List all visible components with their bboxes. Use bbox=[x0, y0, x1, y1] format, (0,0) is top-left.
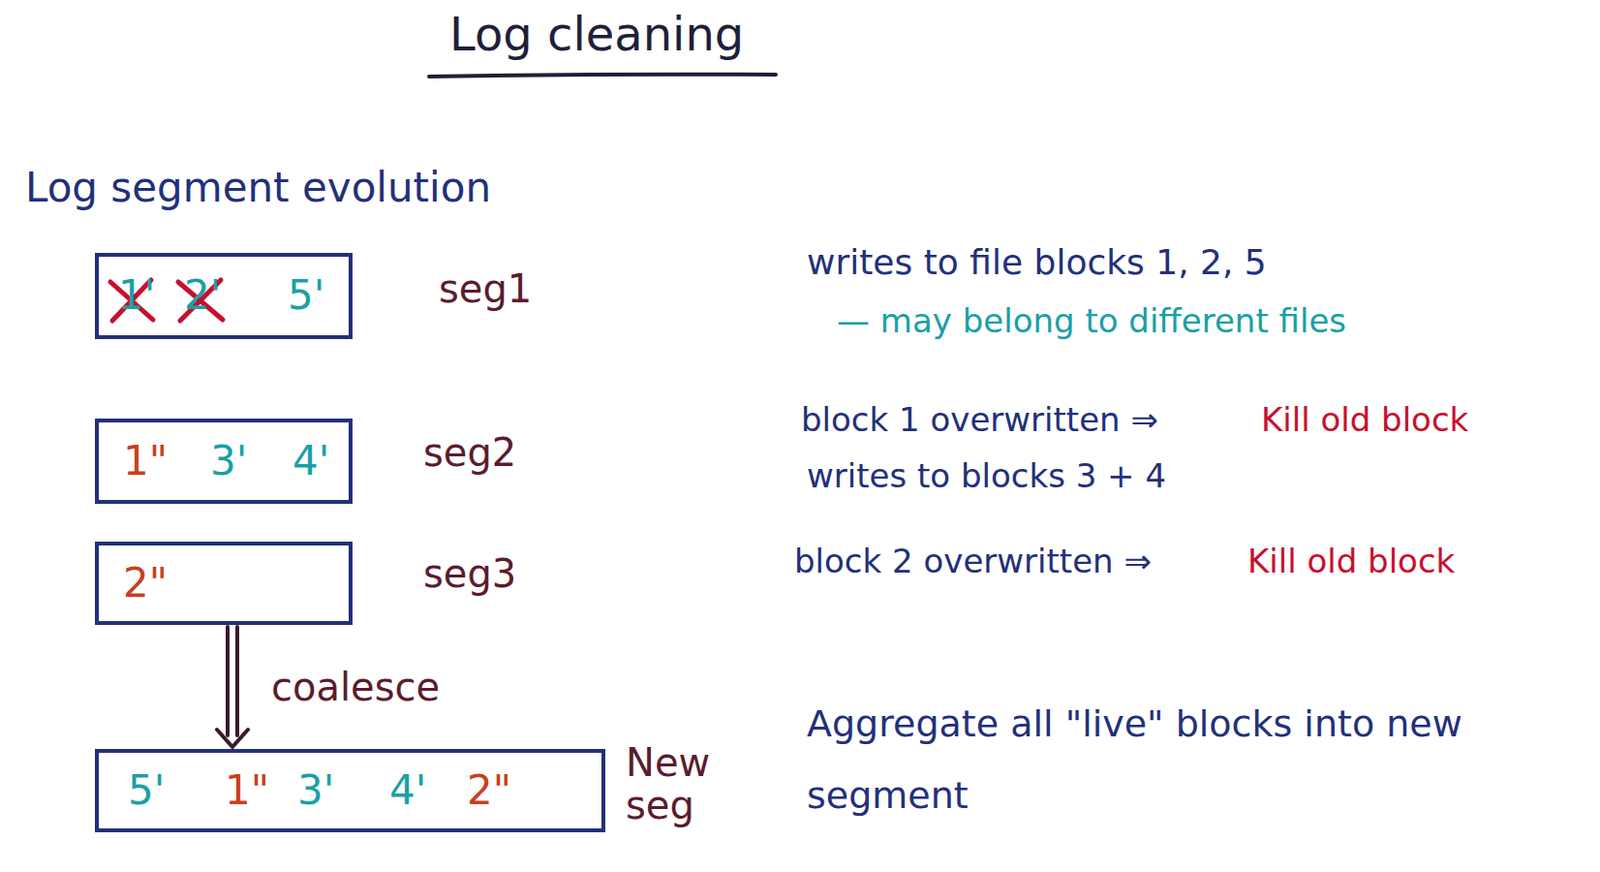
log-segment-box: 1"3'4'seg2 bbox=[94, 418, 353, 504]
block-version: 1" bbox=[224, 767, 270, 814]
arrow-shaft bbox=[235, 626, 240, 736]
edge-label: coalesce bbox=[271, 664, 440, 709]
block-version: 2' bbox=[184, 272, 221, 319]
segment-label: New seg bbox=[625, 740, 733, 827]
block-version: 2" bbox=[466, 767, 512, 814]
arrow-shaft bbox=[225, 626, 230, 736]
log-segment-box: 5'1"3'4'2"New seg bbox=[94, 748, 606, 832]
note-text: Aggregate all "live" blocks into new seg… bbox=[806, 687, 1582, 831]
diagram-title: Log cleaning bbox=[449, 7, 744, 62]
block-version: 4' bbox=[389, 767, 427, 814]
segment-label: seg3 bbox=[423, 551, 517, 596]
note-text: — may belong to different files bbox=[836, 302, 1347, 340]
block-version: 4' bbox=[292, 437, 330, 485]
block-version: 2" bbox=[123, 559, 168, 607]
note-text: writes to blocks 3 + 4 bbox=[806, 457, 1167, 495]
coalesce-arrow bbox=[216, 626, 248, 747]
log-segment-box: 1'2'5'seg1 bbox=[94, 252, 353, 339]
warning-text: Kill old block bbox=[1247, 542, 1455, 581]
segment-label: seg2 bbox=[423, 430, 517, 475]
block-version: 1' bbox=[118, 272, 155, 319]
section-heading: Log segment evolution bbox=[25, 164, 492, 212]
arrow-head bbox=[216, 729, 248, 747]
block-version: 3' bbox=[210, 437, 247, 485]
block-version: 3' bbox=[297, 767, 335, 814]
warning-text: Kill old block bbox=[1261, 400, 1469, 439]
note-text: block 2 overwritten ⇒ bbox=[794, 542, 1152, 581]
log-segment-box: 2"seg3 bbox=[94, 541, 353, 625]
note-text: block 1 overwritten ⇒ bbox=[800, 400, 1159, 439]
title-underline bbox=[429, 74, 776, 77]
block-version: 1" bbox=[123, 437, 168, 485]
block-version: 5' bbox=[127, 767, 165, 814]
block-version: 5' bbox=[287, 272, 325, 319]
segment-label: seg1 bbox=[438, 266, 532, 311]
note-text: writes to file blocks 1, 2, 5 bbox=[806, 242, 1267, 282]
